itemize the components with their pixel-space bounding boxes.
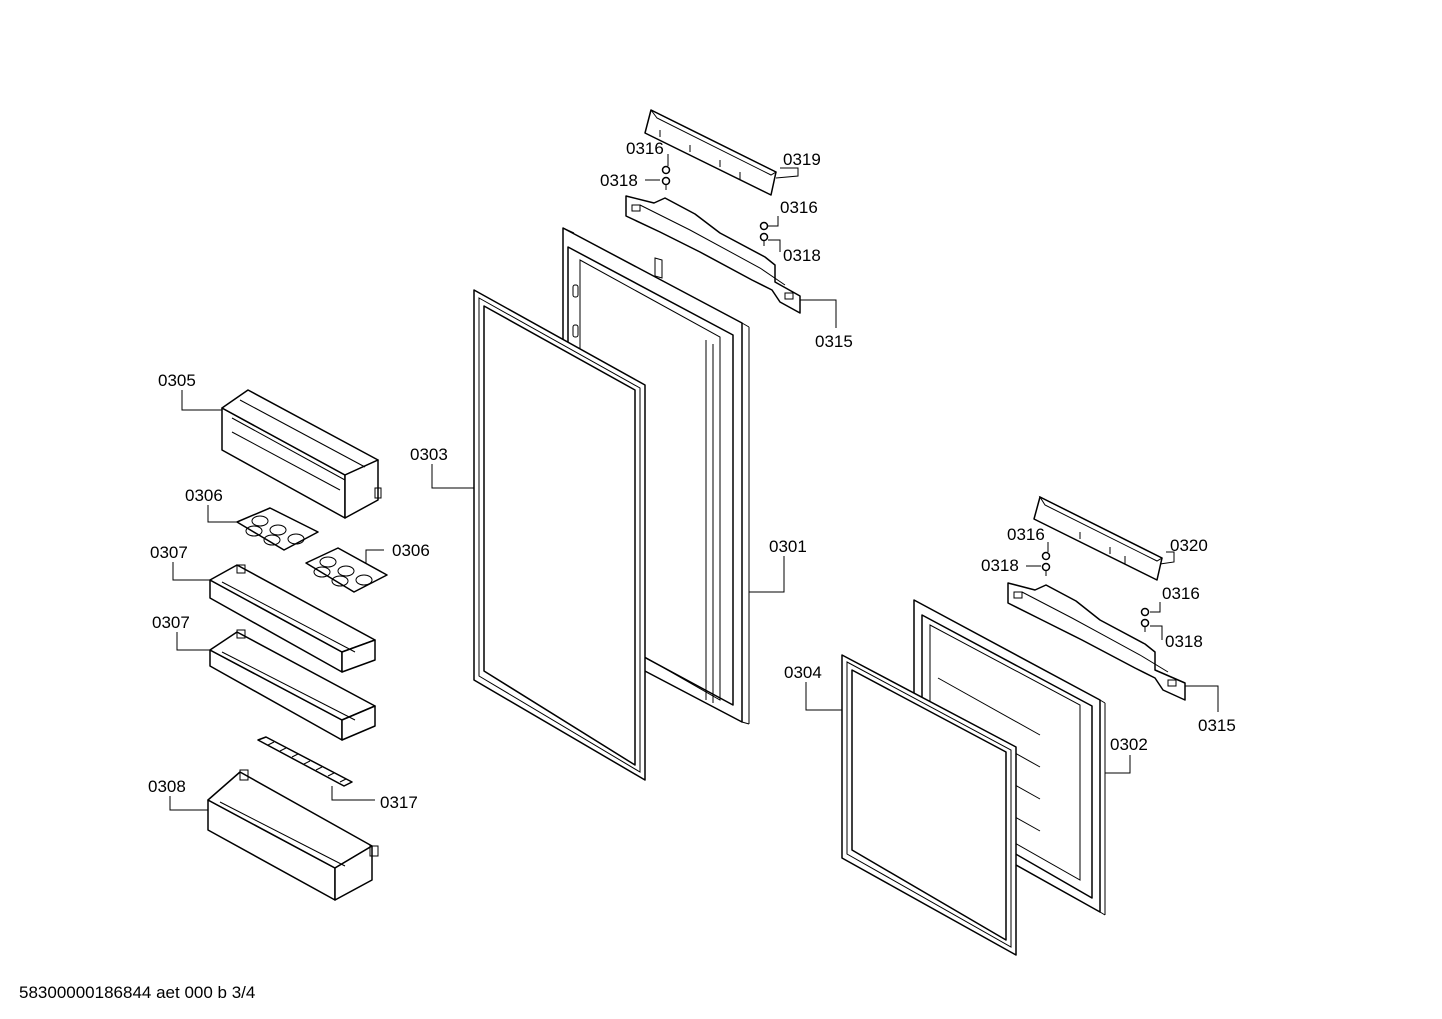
label-0302: 0302 (1110, 735, 1148, 754)
lower-left-screws[interactable] (1041, 551, 1051, 577)
upper-right-screws[interactable] (759, 221, 769, 247)
label-0315-lower: 0315 (1198, 716, 1236, 735)
label-0306-lower: 0306 (392, 541, 430, 560)
label-0305: 0305 (158, 371, 196, 390)
label-0316-lower-right: 0316 (1162, 584, 1200, 603)
lower-hinge-bracket[interactable] (1007, 582, 1186, 701)
upper-left-screws[interactable] (661, 165, 671, 191)
egg-tray-upper[interactable] (236, 507, 319, 551)
label-0315-upper: 0315 (815, 332, 853, 351)
lower-right-screws[interactable] (1140, 607, 1150, 633)
bottle-retainer[interactable] (257, 736, 353, 787)
lower-door-gasket[interactable] (841, 654, 1017, 956)
label-0319: 0319 (783, 150, 821, 169)
egg-tray-lower[interactable] (305, 547, 388, 593)
label-0316-upper-right: 0316 (780, 198, 818, 217)
bottle-shelf[interactable] (207, 769, 379, 901)
label-0320: 0320 (1170, 536, 1208, 555)
part-labels: 0316 0318 0319 0316 0318 0315 0305 0303 … (148, 139, 1236, 812)
label-0318-upper-right: 0318 (783, 246, 821, 265)
label-0308: 0308 (148, 777, 186, 796)
label-0318-lower-right: 0318 (1165, 632, 1203, 651)
label-0304: 0304 (784, 663, 822, 682)
leader-lines (169, 154, 1219, 811)
door-shelf-upper[interactable] (209, 564, 376, 673)
label-0301: 0301 (769, 537, 807, 556)
label-0316-lower-left: 0316 (1007, 525, 1045, 544)
lower-hinge-cover[interactable] (1033, 495, 1164, 581)
drawing-reference-footer: 58300000186844 aet 000 b 3/4 (19, 983, 255, 1002)
upper-door-gasket[interactable] (473, 289, 646, 781)
upper-hinge-cover[interactable] (644, 109, 778, 196)
butter-compartment[interactable] (221, 389, 382, 519)
label-0318-lower-left: 0318 (981, 556, 1019, 575)
label-0306-upper: 0306 (185, 486, 223, 505)
label-0318-upper-left: 0318 (600, 171, 638, 190)
label-0317: 0317 (380, 793, 418, 812)
label-0307-lower: 0307 (152, 613, 190, 632)
label-0307-upper: 0307 (150, 543, 188, 562)
upper-hinge-bracket[interactable] (625, 195, 801, 314)
label-0316-upper-left: 0316 (626, 139, 664, 158)
door-shelf-lower[interactable] (209, 629, 376, 741)
label-0303: 0303 (410, 445, 448, 464)
